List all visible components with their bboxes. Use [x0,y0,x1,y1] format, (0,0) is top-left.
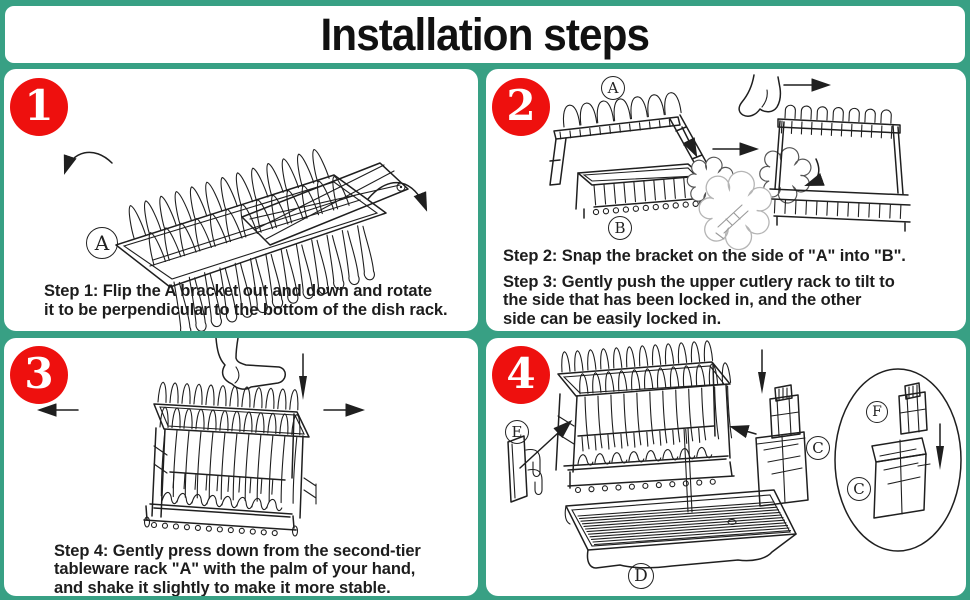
curved-arrow-left-icon [63,151,113,175]
part-label-b: B [608,216,632,240]
step-3-badge: 3 [10,346,68,404]
part-label-a: A [601,76,625,100]
drainboard-sketch [564,489,797,569]
step2-assembly-drawing [549,74,911,251]
step4-exploded-view-drawing [507,339,962,569]
upper-cutlery-rack-sketch [549,91,711,186]
step3-press-down-drawing [37,338,365,537]
part-label-e: E [505,420,529,444]
part-label-d: D [628,563,654,589]
step-panel-4: 4 E C D F C [486,338,966,596]
part-label-f: F [866,401,888,423]
step-1-caption: Step 1: Flip the A bracket out and down … [44,282,448,320]
two-tier-rack-sketch [143,381,317,537]
pointing-hand-icon [738,74,782,117]
step-panel-1: 1 A Step 1: Flip the A bracket out and d… [4,69,478,331]
assembled-rack-sketch [769,104,911,232]
part-label-c-detail: C [847,477,871,501]
part-label-c: C [806,436,830,460]
arrow-down-icon [299,353,307,400]
step-3-caption: Step 3: Gently push the upper cutlery ra… [503,273,895,328]
page-title: Installation steps [320,8,651,60]
hook-attach-arrow-icon [519,419,573,469]
step-2-caption: Step 2: Snap the bracket on the side of … [503,247,906,265]
pressing-hand-icon [215,338,286,390]
step1-dish-rack-drawing [63,147,428,331]
lower-basket-sketch [575,163,707,219]
holder-attach-arrow-icon [729,425,757,439]
step-2-badge: 2 [492,78,550,136]
step-1-badge: 1 [10,78,68,136]
hook-part-sketch [507,435,543,503]
dish-rack-bracket-sketch [115,147,409,331]
detail-ellipse [834,368,962,552]
step-4-caption: Step 4: Gently press down from the secon… [54,542,421,596]
arrow-down-icon [758,349,766,394]
two-tier-rack-sketch [555,339,735,513]
title-bar: Installation steps [5,6,965,63]
step-4-badge: 4 [492,346,550,404]
cutlery-holder-sketch [755,384,809,507]
snap-direction-arrow-icon [681,126,698,158]
tilt-curved-arrow-icon [804,158,825,187]
part-label-a: A [86,227,118,259]
step-panel-2: 2 A B Step 2: Snap the bracket on the si… [486,69,966,331]
step-panel-3: 3 Step 4: Gently press down from the sec… [4,338,478,596]
magnifier-cloud-detail [686,147,812,251]
